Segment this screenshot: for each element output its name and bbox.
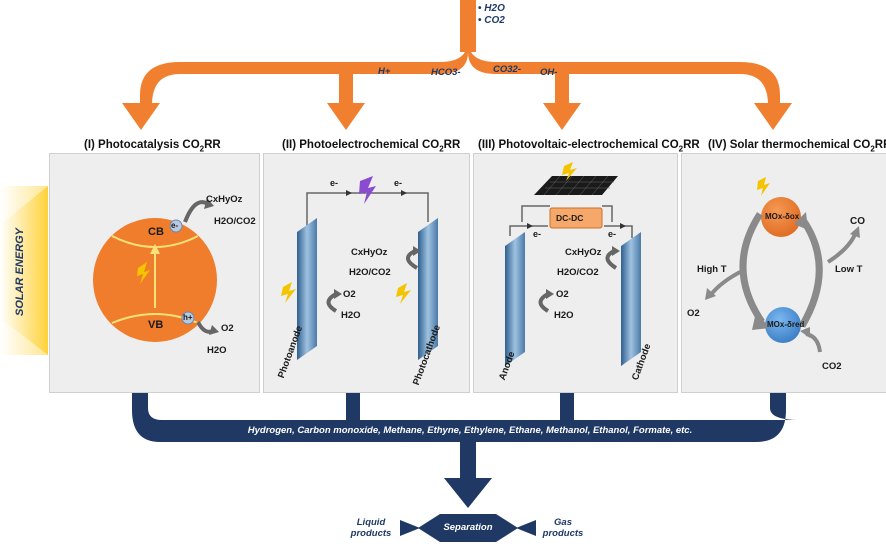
- products-list: Hydrogen, Carbon monoxide, Methane, Ethy…: [247, 425, 693, 436]
- ion-oh: OH-: [540, 67, 558, 78]
- panel2-o2: O2: [343, 289, 356, 300]
- hole-label: h+: [183, 313, 193, 322]
- input-water: H2O: [478, 3, 505, 15]
- mox-reduced-label: MOx-δred: [767, 320, 805, 329]
- mox-oxidized-label: MOx-δox: [765, 212, 800, 221]
- panel3-h2o-co2: H2O/CO2: [557, 267, 599, 278]
- ion-h: H+: [378, 66, 391, 77]
- photoanode-electrode: [297, 218, 317, 360]
- panel2-electron-1: e-: [330, 178, 339, 188]
- cathode-electrode: [621, 232, 641, 366]
- panel-thermochemical: [681, 153, 886, 393]
- lightning-icon: [137, 262, 150, 284]
- panel-2-title: (II) Photoelectrochemical CO2RR: [282, 139, 461, 154]
- anode-electrode: [505, 232, 525, 366]
- cb-label: CB: [148, 226, 164, 238]
- high-t-label: High T: [697, 264, 727, 275]
- electron-label: e-: [171, 221, 179, 230]
- lightning-icon: [757, 177, 770, 196]
- low-t-label: Low T: [835, 264, 863, 275]
- lightning-icon: [359, 176, 376, 204]
- panel1-h2o-co2: H2O/CO2: [214, 216, 256, 227]
- lightning-icon: [281, 282, 296, 303]
- panel2-h2o-co2: H2O/CO2: [349, 267, 391, 278]
- dc-dc-label: DC-DC: [556, 213, 584, 223]
- lightning-icon: [396, 283, 411, 304]
- co-label: CO: [850, 216, 865, 227]
- solar-panel-icon: [534, 175, 618, 196]
- separation-label: Separation: [443, 522, 493, 533]
- separation-block: [400, 514, 536, 542]
- ion-co3: CO32-: [493, 64, 521, 75]
- input-co2: CO2: [478, 15, 505, 27]
- liquid-products-label: Liquid products: [350, 517, 392, 539]
- lightning-icon: [562, 162, 577, 181]
- vb-label: VB: [148, 319, 164, 331]
- panel-3-title: (III) Photovoltaic-electrochemical CO2RR: [478, 139, 700, 154]
- panel1-o2: O2: [221, 323, 234, 334]
- panel4-o2: O2: [687, 308, 700, 319]
- photocatalyst-sphere: [93, 218, 217, 342]
- mox-reduced-ball: [765, 307, 801, 343]
- inputs-list: H2O CO2: [478, 3, 505, 27]
- gas-products-label: Gas products: [542, 517, 584, 539]
- mox-oxidized-ball: [761, 197, 801, 237]
- panel3-product: CxHyOz: [565, 247, 602, 258]
- panel3-h2o: H2O: [554, 310, 574, 321]
- dc-dc-converter: [549, 207, 603, 229]
- panel-1-title: (I) Photocatalysis CO2RR: [84, 139, 221, 154]
- panel2-electron-2: e-: [394, 178, 403, 188]
- ion-hco3: HCO3-: [431, 67, 461, 78]
- panel2-h2o: H2O: [341, 310, 361, 321]
- panel2-product: CxHyOz: [351, 247, 388, 258]
- panel4-co2: CO2: [822, 361, 842, 372]
- panel1-h2o: H2O: [207, 345, 227, 356]
- orange-distribution-arrows: [122, 0, 792, 130]
- photocathode-electrode: [418, 218, 438, 360]
- panel3-o2: O2: [556, 289, 569, 300]
- panel3-electron-2: e-: [608, 229, 617, 239]
- panel1-product: CxHyOz: [206, 194, 243, 205]
- panel3-electron-1: e-: [533, 229, 542, 239]
- navy-collection-arrows: [132, 392, 800, 508]
- panel-4-title: (IV) Solar thermochemical CO2RR: [708, 139, 886, 154]
